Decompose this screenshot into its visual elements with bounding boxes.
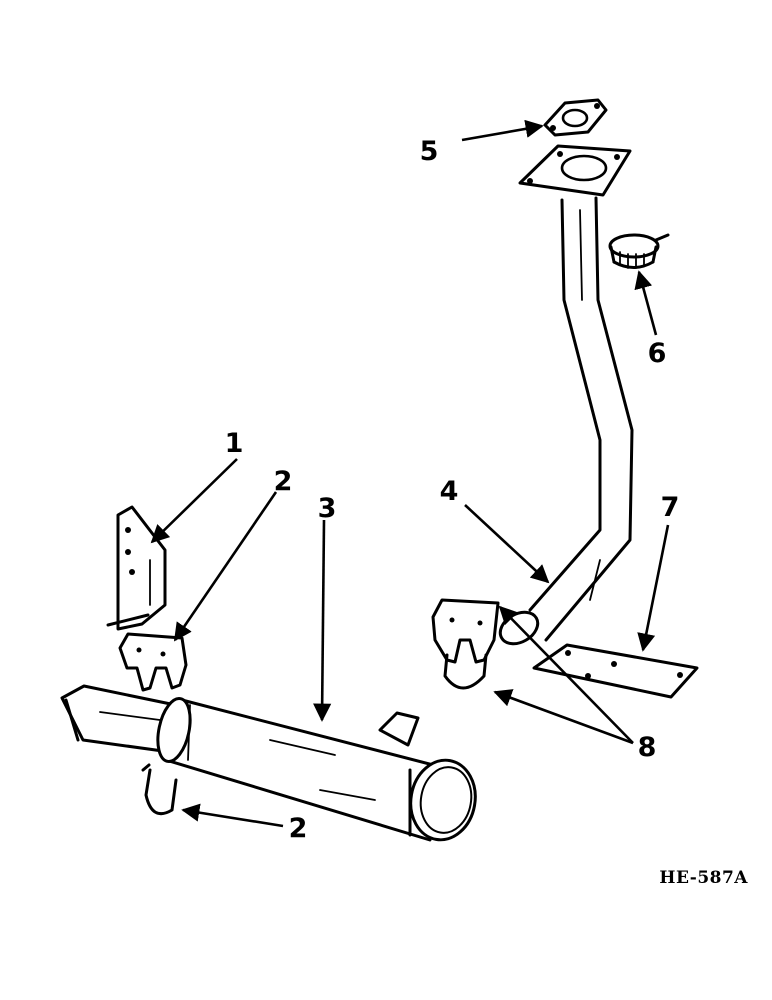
callout-3: 3	[318, 493, 337, 524]
callout-5: 5	[420, 136, 439, 167]
muffler-bracket-left-part	[118, 632, 188, 692]
callout-7: 7	[661, 492, 680, 523]
callout-4: 4	[440, 476, 459, 507]
callout-1: 1	[225, 428, 244, 459]
leader-lines	[150, 119, 670, 828]
callout-6: 6	[648, 338, 667, 369]
support-bracket-part	[106, 505, 167, 631]
callout-2-lower: 2	[289, 813, 308, 844]
mounting-plate-part	[532, 643, 699, 699]
callout-8: 8	[638, 732, 657, 763]
bracket-ubolt-right-part	[431, 598, 500, 690]
exhaust-pipe-part	[498, 144, 634, 646]
figure-reference: HE-587A	[659, 868, 748, 888]
muffler-part	[60, 684, 477, 842]
gasket-part	[543, 98, 608, 137]
ubolt-bottom-part	[141, 763, 178, 816]
callout-2-upper: 2	[274, 466, 293, 497]
hose-clamp-part	[608, 233, 670, 269]
